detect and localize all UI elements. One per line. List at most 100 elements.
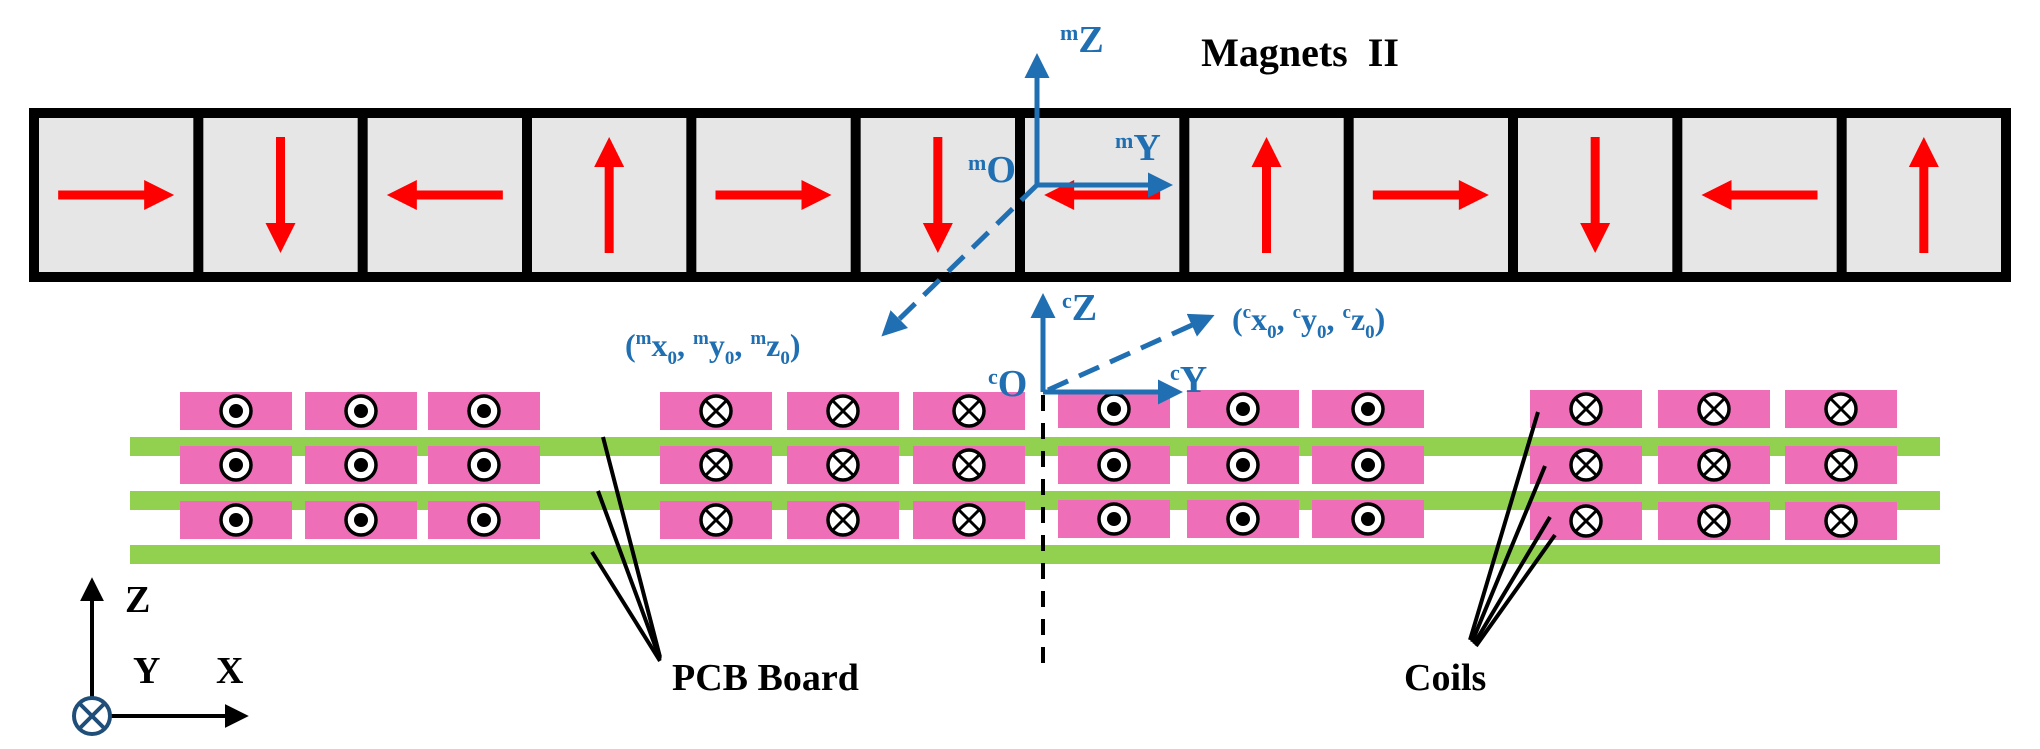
coil-frame-offset-arrow [1046,313,1215,393]
coil-cross-section [180,501,292,539]
global-z-label: Z [125,579,150,621]
magnetization-arrow-down-icon [265,137,296,253]
magnetization-arrow-right-icon [715,180,832,210]
magnetization-arrow-left-icon [1701,180,1818,210]
pcb-leader-lines [590,436,662,663]
dot-icon [467,448,501,482]
cross-icon [1697,448,1731,482]
global-y-label: Y [133,650,160,692]
magnet-frame-offset-arrow [881,183,1039,337]
cross-icon [699,394,733,428]
magnetization-arrow-down-icon [1580,137,1611,253]
coil-cross-section [1658,446,1770,484]
coil-cross-section [660,446,772,484]
magnetization-arrow-down-icon [922,137,953,253]
magnetization-arrow-up-icon [594,137,625,253]
magnet-frame-origin-label: mO [968,149,1016,191]
coil-cross-section [913,446,1025,484]
magnetization-arrow-left-icon [386,180,503,210]
magnet-block [357,113,503,277]
coil-cross-section [1058,390,1170,428]
global-axes: Z Y X [72,577,249,736]
dot-icon [1097,502,1131,536]
coils-label: Coils [1404,657,1486,699]
dot-icon [1226,392,1260,426]
coils-leader-lines [1468,411,1557,648]
coil-cross-section [1785,502,1897,540]
coil-cross-section [180,392,292,430]
magnet-frame: mZ mO mY (mx0, my0, mz0) [625,19,1173,369]
cross-icon [1824,504,1858,538]
coil-cross-section [1658,502,1770,540]
coil-cross-section [1187,446,1299,484]
coil-cross-section [1785,446,1897,484]
coil-cross-section [787,392,899,430]
cross-icon [952,448,986,482]
coil-cross-section [1312,446,1424,484]
magnetization-arrow-up-icon [1251,137,1282,253]
cross-icon [1569,504,1603,538]
coil-frame-z-label: cZ [1062,287,1097,329]
cross-icon [826,394,860,428]
magnet-block [850,113,953,277]
coil-cross-section [1187,390,1299,428]
dot-icon [1351,502,1385,536]
coil-cross-section [180,446,292,484]
pcb-layer [130,491,1940,510]
coil-cross-section [787,501,899,539]
coil-cross-section [1312,500,1424,538]
coil-frame-origin-label: cO [988,363,1027,405]
coil-cross-section [1312,390,1424,428]
cross-icon [826,503,860,537]
cross-icon [1569,392,1603,426]
coil-cross-section [1530,390,1642,428]
cross-icon [826,448,860,482]
magnet-block [58,180,175,210]
magnet-block [1179,113,1282,277]
coil-cross-section [428,392,540,430]
dot-icon [1351,448,1385,482]
cross-icon [1569,448,1603,482]
coil-cross-section [660,392,772,430]
coil-offset-coordinate: (cx0, cy0, cz0) [1232,301,1385,343]
magnet-block [1343,113,1489,277]
dot-icon [1226,502,1260,536]
coil-cross-section [913,392,1025,430]
coil-cross-section [1785,390,1897,428]
cross-icon [952,394,986,428]
pcb-layer [130,545,1940,564]
dot-icon [1097,392,1131,426]
magnet-block [522,113,625,277]
coil-frame: cZ cO cY (cx0, cy0, cz0) [988,287,1385,405]
magnet-offset-coordinate: (mx0, my0, mz0) [625,327,801,369]
magnet-block [193,113,296,277]
coil-cross-section [1058,446,1170,484]
dot-icon [219,448,253,482]
dot-icon [467,394,501,428]
dot-icon [344,448,378,482]
cross-icon [1697,392,1731,426]
dot-icon [1351,392,1385,426]
magnetization-arrow-right-icon [1372,180,1489,210]
coil-cross-section [913,501,1025,539]
magnet-array [29,108,2011,282]
cross-icon [1824,392,1858,426]
cross-icon [1697,504,1731,538]
cross-icon [699,503,733,537]
global-x-label: X [216,650,243,692]
magnet-block [686,113,832,277]
coil-cross-section [1058,500,1170,538]
pcb-board-label: PCB Board [672,657,859,699]
pcb-layer [130,437,1940,456]
cross-icon [952,503,986,537]
coil-cross-section [1530,446,1642,484]
dot-icon [219,503,253,537]
dot-icon [344,394,378,428]
coil-cross-section [660,501,772,539]
magnet-frame-y-label: mY [1115,127,1161,169]
title: Magnets II [1201,30,1399,75]
coil-cross-section [787,446,899,484]
coil-cross-section [305,392,417,430]
dot-icon [1226,448,1260,482]
